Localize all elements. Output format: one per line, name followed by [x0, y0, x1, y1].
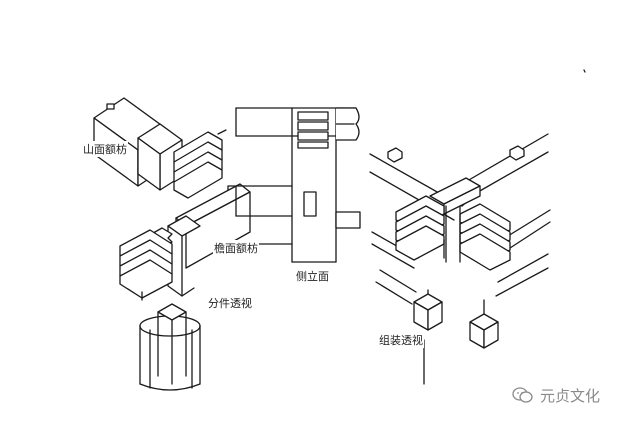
stray-mark [583, 69, 586, 73]
exploded-view-drawing [93, 97, 251, 391]
watermark-text: 元贞文化 [540, 386, 601, 405]
wechat-icon [512, 387, 533, 403]
eave-architrave-beam [119, 183, 251, 301]
label-eave-architrave: 檐面额枋 [213, 240, 259, 256]
label-side-elevation: 侧立面 [295, 268, 330, 284]
watermark: 元贞文化 [512, 384, 600, 406]
column-with-slot [139, 303, 201, 391]
assembled-view-drawing [369, 133, 551, 385]
label-assembled-view: 组装透视 [378, 332, 424, 348]
label-gable-architrave: 山面额枋 [82, 141, 128, 157]
label-exploded-view: 分件透视 [207, 295, 253, 311]
side-elevation-drawing [235, 107, 361, 263]
